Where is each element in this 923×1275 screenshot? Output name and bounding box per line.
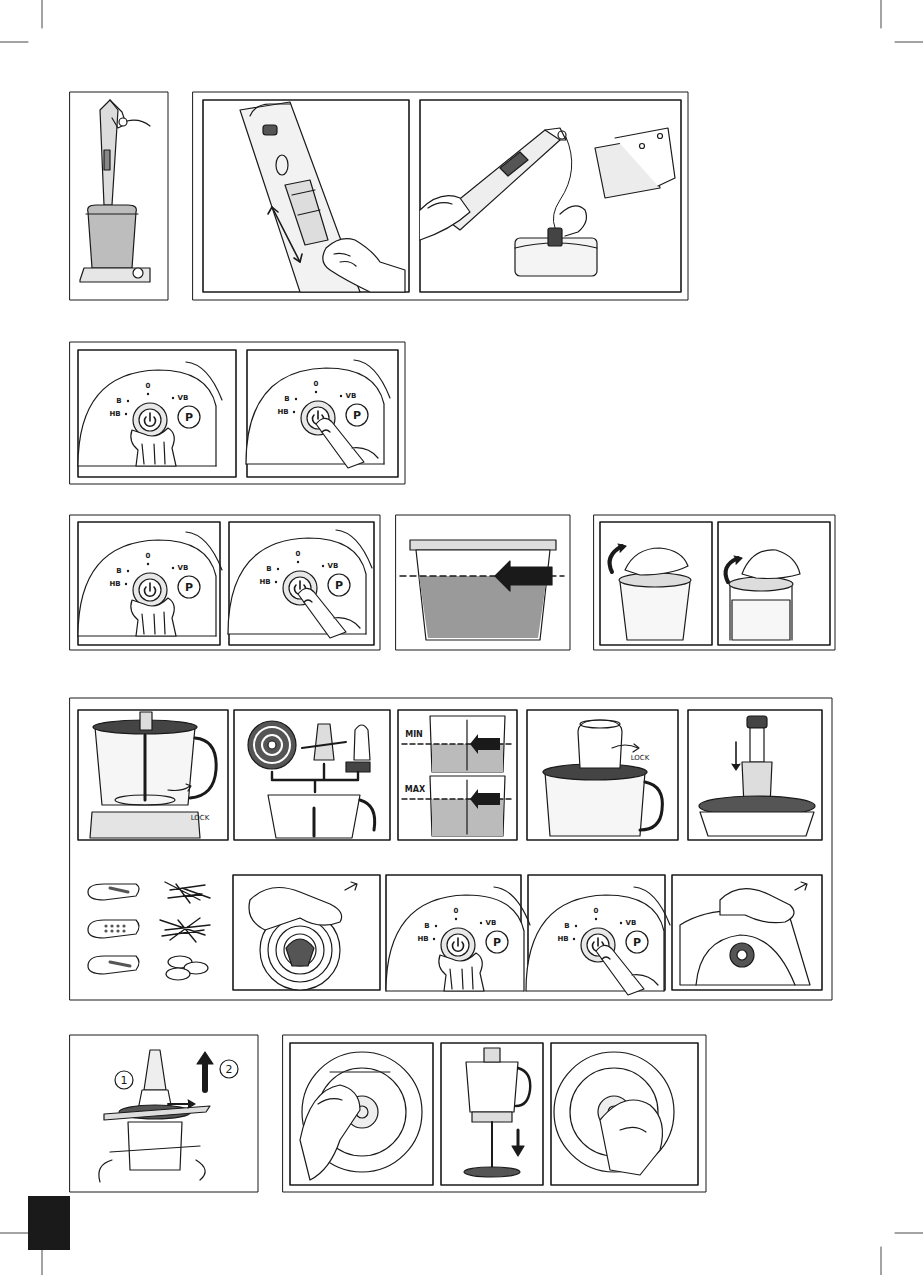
lid-lock bbox=[543, 720, 662, 836]
control-marking: VB bbox=[626, 920, 637, 927]
control-marking: 0 bbox=[594, 908, 599, 915]
control-marking: 0 bbox=[296, 551, 301, 558]
control-marking: HB bbox=[109, 581, 120, 588]
slide-panel bbox=[240, 102, 405, 292]
control-marking: VB bbox=[178, 395, 189, 402]
food-processor-bowl bbox=[90, 712, 216, 838]
control-marking: VB bbox=[486, 920, 497, 927]
control-dial bbox=[78, 532, 222, 636]
control-marking: HB bbox=[109, 411, 120, 418]
water-tank bbox=[400, 540, 564, 640]
cup-lids bbox=[610, 544, 800, 640]
base-lock bbox=[554, 1052, 674, 1175]
control-marking: B bbox=[424, 923, 429, 930]
control-marking: VB bbox=[346, 393, 357, 400]
control-marking: P bbox=[633, 937, 641, 948]
control-marking: B bbox=[284, 396, 289, 403]
control-dial bbox=[246, 360, 390, 468]
blender-stand bbox=[80, 100, 150, 282]
control-marking: 0 bbox=[314, 381, 319, 388]
control-marking: P bbox=[185, 412, 193, 423]
disc-results bbox=[88, 882, 210, 980]
blade-removal bbox=[680, 882, 810, 985]
control-marking: 0 bbox=[454, 908, 459, 915]
control-dial bbox=[526, 887, 670, 995]
jug-remove bbox=[464, 1048, 530, 1177]
control-marking: VB bbox=[178, 565, 189, 572]
control-marking: B bbox=[116, 398, 121, 405]
min-label: MIN bbox=[405, 731, 423, 739]
control-dial bbox=[228, 530, 372, 638]
pusher bbox=[699, 716, 815, 836]
control-marking: HB bbox=[557, 936, 568, 943]
control-marking: P bbox=[185, 582, 193, 593]
control-marking: 0 bbox=[146, 383, 151, 390]
control-marking: B bbox=[564, 923, 569, 930]
filter-cleaning bbox=[420, 128, 675, 276]
control-marking: HB bbox=[259, 579, 270, 586]
control-dial bbox=[386, 887, 530, 991]
control-marking: P bbox=[353, 410, 361, 421]
base-unlock bbox=[300, 1052, 422, 1180]
control-marking: VB bbox=[328, 563, 339, 570]
control-marking: P bbox=[493, 937, 501, 948]
callout-number: 1 bbox=[121, 1075, 128, 1086]
min-max-levels bbox=[402, 716, 512, 836]
panel-frames bbox=[70, 92, 835, 1192]
page-marker bbox=[28, 1196, 70, 1250]
control-dials bbox=[78, 360, 670, 995]
control-marking: 0 bbox=[146, 553, 151, 560]
control-marking: P bbox=[335, 580, 343, 591]
max-label: MAX bbox=[405, 786, 425, 794]
control-marking: HB bbox=[417, 936, 428, 943]
callout-number: 2 bbox=[226, 1064, 233, 1075]
blade-assembly bbox=[99, 1050, 238, 1182]
control-marking: HB bbox=[277, 409, 288, 416]
control-dial bbox=[78, 362, 222, 466]
disc-removal bbox=[249, 882, 357, 990]
control-marking: B bbox=[266, 566, 271, 573]
attachments bbox=[248, 721, 375, 838]
lock-label: LOCK bbox=[191, 815, 210, 822]
control-marking: B bbox=[116, 568, 121, 575]
lock-label: LOCK bbox=[631, 755, 650, 762]
